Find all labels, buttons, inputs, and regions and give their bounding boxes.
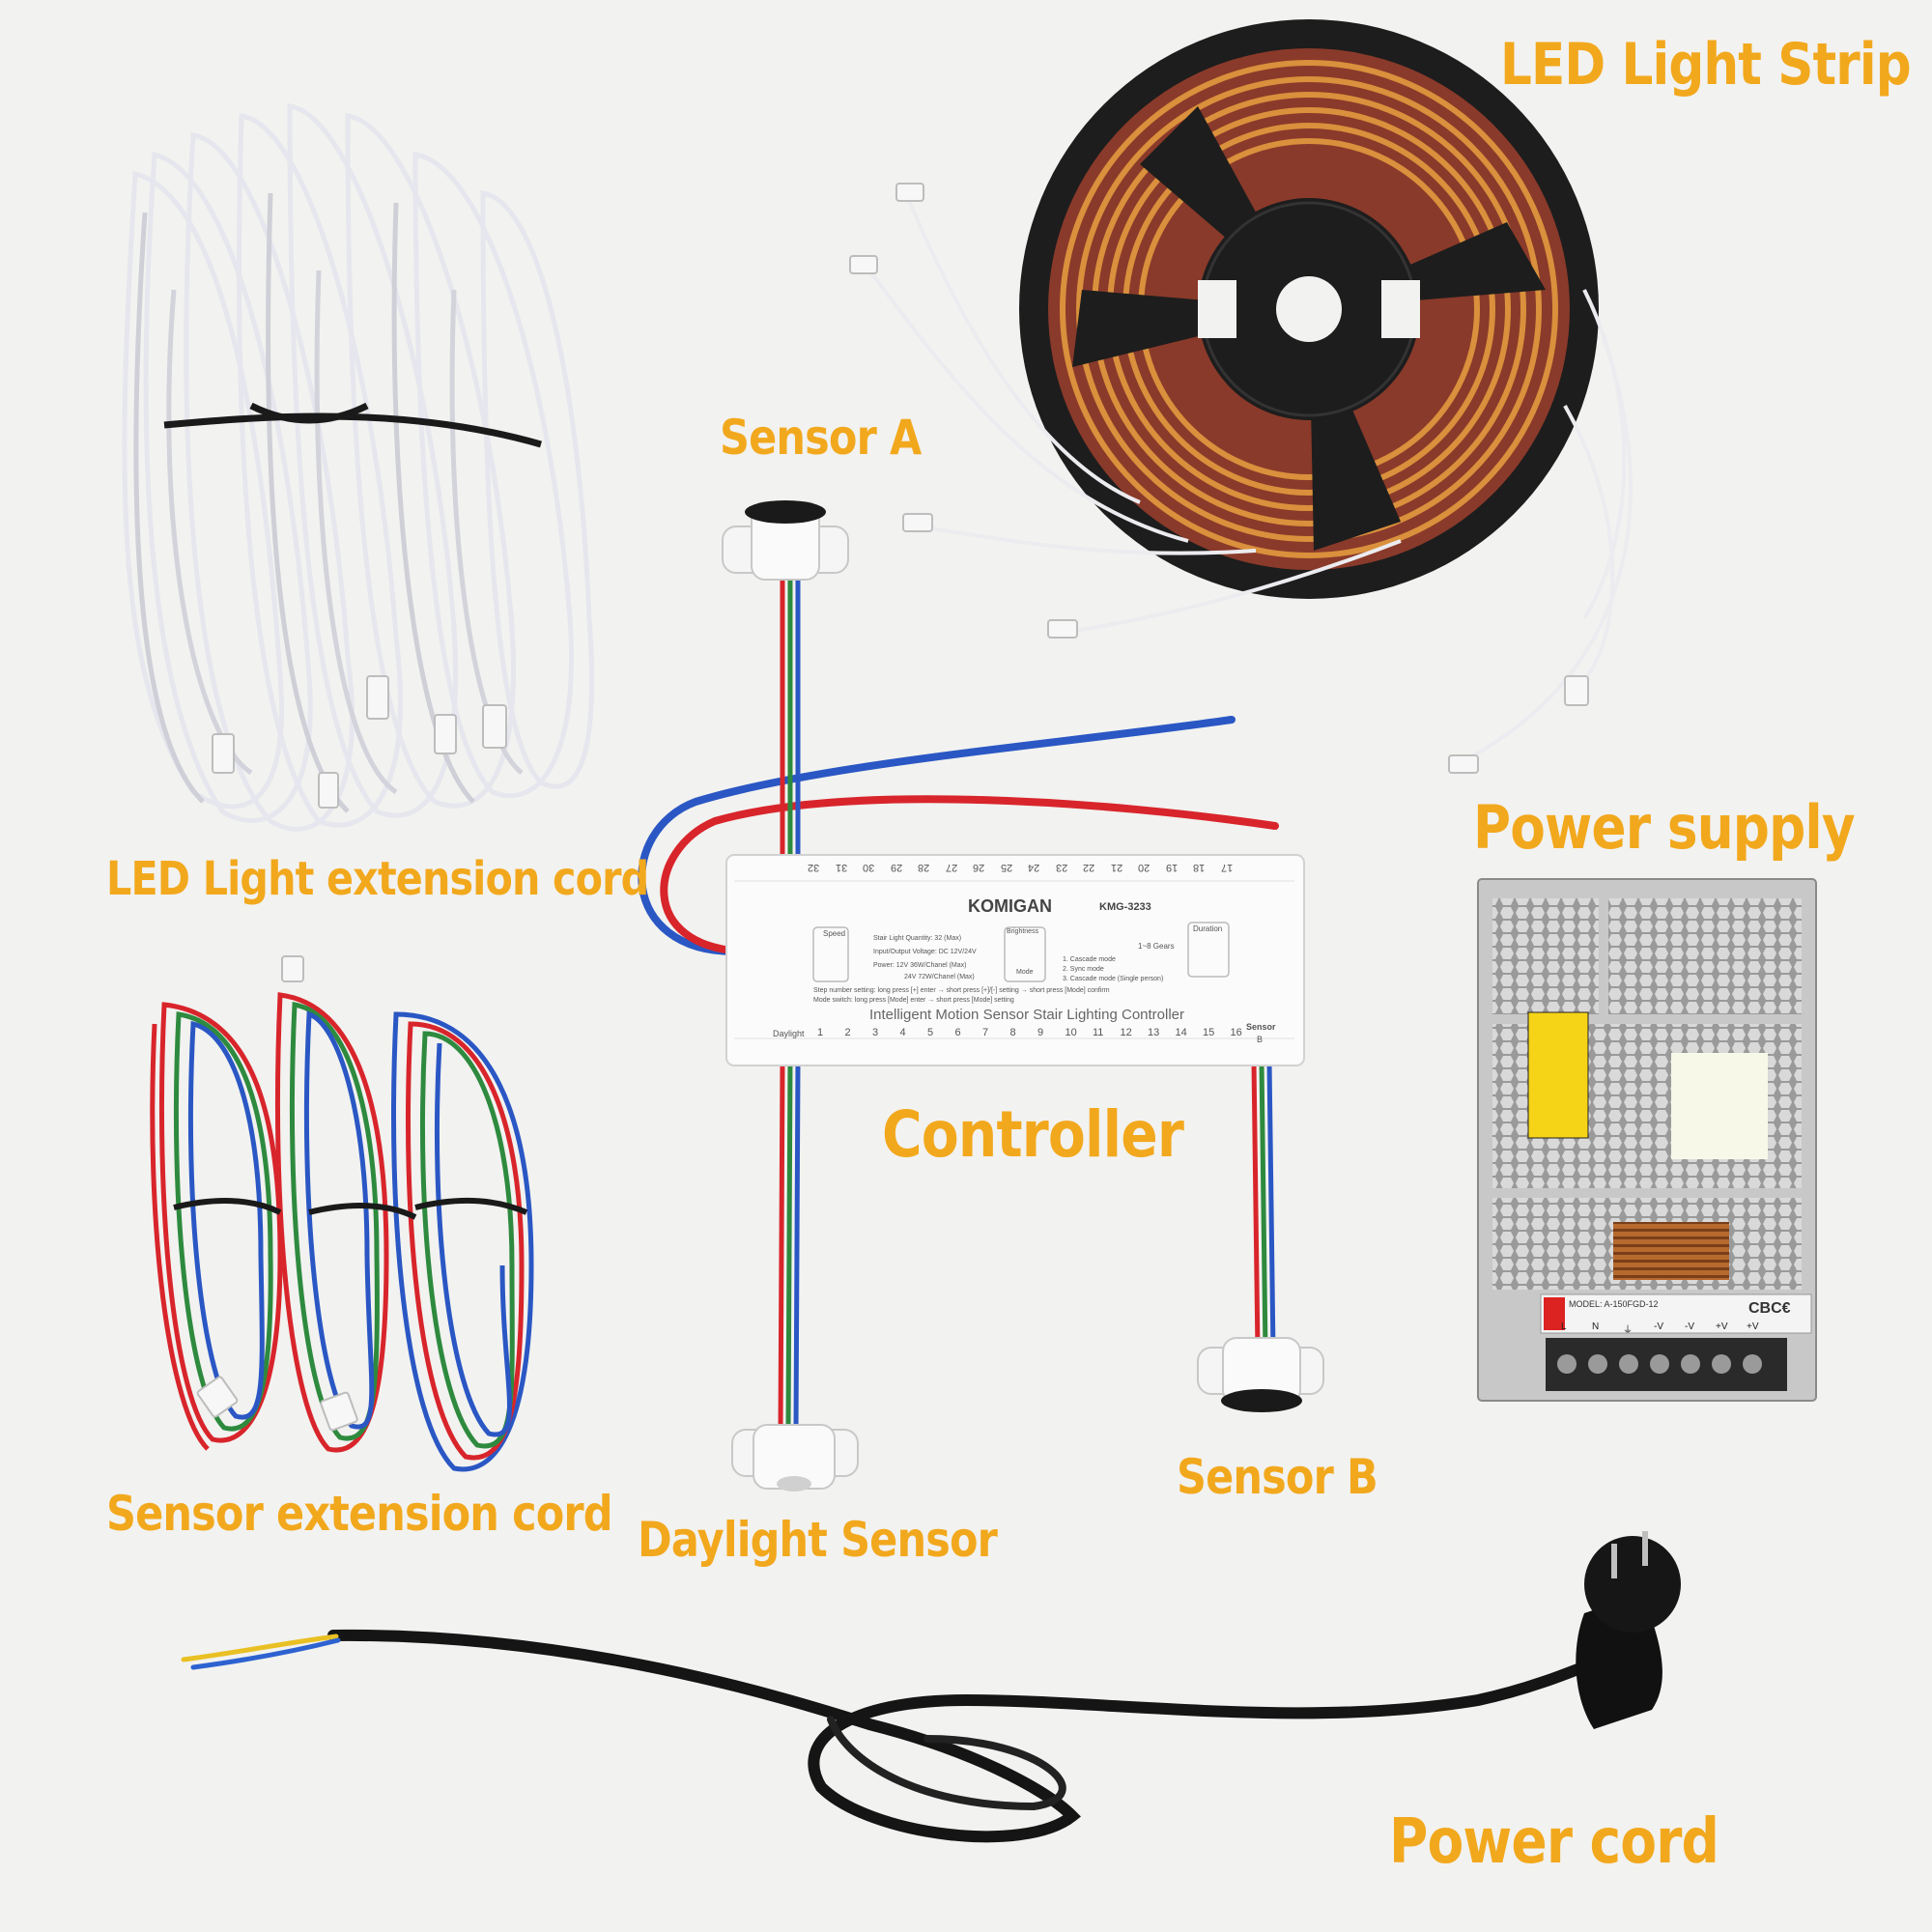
controller-channel-28: 28 — [918, 862, 930, 873]
sensor-a-wire — [780, 580, 801, 860]
controller-channel-29: 29 — [890, 862, 902, 873]
power-supply — [1477, 878, 1817, 1402]
controller-channel-23: 23 — [1055, 862, 1067, 873]
sensor-a — [722, 500, 849, 581]
led-strip-reel — [1019, 19, 1599, 599]
controller-channel-25: 25 — [1000, 862, 1012, 873]
controller-spec-2: Input/Output Voltage: DC 12V/24V — [873, 949, 977, 955]
controller-brightness-label: Brightness — [1007, 928, 1039, 935]
sensor-b-wire — [1251, 1062, 1276, 1353]
controller-channel-19: 19 — [1165, 862, 1178, 873]
controller-channel-22: 22 — [1083, 862, 1095, 873]
sensor-b — [1197, 1337, 1324, 1412]
led-extension-cord-bundle — [122, 103, 595, 832]
psu-terminal-label: L — [1561, 1321, 1567, 1332]
label-led-light-extension-cord: LED Light extension cord — [106, 852, 649, 906]
psu-terminal-label: ⏚ — [1623, 1325, 1633, 1336]
label-led-light-strip: LED Light Strip — [1500, 31, 1912, 99]
controller-title: Intelligent Motion Sensor Stair Lighting… — [869, 1007, 1185, 1023]
controller-mode-label: Mode — [1016, 969, 1034, 976]
label-controller: Controller — [882, 1097, 1184, 1172]
controller-channel-30: 30 — [863, 862, 875, 873]
sensor-cord-connectors — [196, 955, 358, 1432]
controller-channel-10: 10 — [1065, 1027, 1077, 1038]
controller-gears-label: 1~8 Gears — [1138, 942, 1175, 951]
controller-sensor-label: Sensor — [1246, 1022, 1276, 1032]
controller-channel-15: 15 — [1203, 1027, 1215, 1038]
psu-terminal-label: -V — [1654, 1321, 1663, 1332]
controller-channel-6: 6 — [954, 1027, 961, 1038]
label-power-supply: Power supply — [1473, 792, 1856, 863]
controller-channel-21: 21 — [1110, 862, 1122, 873]
controller-channel-5: 5 — [927, 1027, 934, 1038]
power-cord — [181, 1629, 1629, 1843]
controller-channel-18: 18 — [1193, 862, 1206, 873]
controller-channel-7: 7 — [982, 1027, 989, 1038]
controller-channel-9: 9 — [1037, 1027, 1044, 1038]
controller-channel-31: 31 — [835, 862, 847, 873]
controller-model: KMG-3233 — [1099, 901, 1151, 913]
controller-speed-label: Speed — [823, 929, 846, 938]
controller-channel-13: 13 — [1148, 1027, 1160, 1038]
psu-terminal-label: -V — [1685, 1321, 1694, 1332]
daylight-sensor-wire — [778, 1062, 801, 1431]
controller-mode-1: 1. Cascade mode — [1063, 956, 1116, 963]
controller-setting-2: Mode switch: long press [Mode] enter → s… — [813, 997, 1014, 1004]
controller-daylight-label: Daylight — [773, 1029, 805, 1038]
controller-channel-4: 4 — [899, 1027, 906, 1038]
controller-brand: KOMIGAN — [968, 896, 1052, 916]
psu-terminal-label: N — [1592, 1321, 1600, 1332]
label-power-cord: Power cord — [1389, 1806, 1719, 1878]
controller-channel-16: 16 — [1230, 1027, 1242, 1038]
label-daylight-sensor: Daylight Sensor — [638, 1512, 998, 1568]
controller-spec-1: Stair Light Quantity: 32 (Max) — [873, 935, 962, 942]
controller-channel-12: 12 — [1120, 1027, 1132, 1038]
controller-mode-2: 2. Sync mode — [1063, 966, 1104, 973]
sensor-cord-ties — [173, 1198, 528, 1220]
controller-sensor-b-label: B — [1257, 1035, 1264, 1044]
controller-channel-11: 11 — [1093, 1027, 1104, 1038]
psu-terminal-label: +V — [1716, 1321, 1728, 1332]
controller-channel-20: 20 — [1138, 862, 1151, 873]
controller-duration-label: Duration — [1193, 924, 1223, 933]
controller-channel-32: 32 — [808, 862, 820, 873]
controller-channel-27: 27 — [945, 862, 957, 873]
controller-channel-8: 8 — [1009, 1027, 1016, 1038]
controller-spec-3: Power: 12V 36W/Chanel (Max) — [873, 962, 967, 969]
label-sensor-extension-cord: Sensor extension cord — [106, 1486, 613, 1542]
power-plug — [1576, 1531, 1681, 1729]
psu-terminal-label: +V — [1747, 1321, 1759, 1332]
led-strip-connectors — [849, 183, 1589, 774]
controller-channel-17: 17 — [1220, 862, 1233, 873]
controller-mode-3: 3. Cascade mode (Single person) — [1063, 976, 1164, 982]
controller-channel-1: 1 — [817, 1027, 824, 1038]
controller-channel-24: 24 — [1028, 862, 1040, 873]
controller-power-wires — [638, 716, 1279, 955]
cable-ties — [163, 402, 542, 448]
led-extension-connectors — [212, 675, 507, 809]
controller-spec-4: 24V 72W/Chanel (Max) — [904, 974, 975, 980]
controller-channel-2: 2 — [844, 1027, 851, 1038]
controller-box — [725, 854, 1305, 1066]
sensor-extension-cords — [150, 992, 534, 1472]
power-supply-model: MODEL: A-150FGD-12 — [1569, 1299, 1659, 1309]
label-sensor-b: Sensor B — [1177, 1449, 1378, 1505]
controller-channel-26: 26 — [973, 862, 985, 873]
power-supply-certs: CBC€ — [1748, 1300, 1791, 1317]
controller-channel-3: 3 — [872, 1027, 879, 1038]
controller-setting-1: Step number setting: long press [+] ente… — [813, 987, 1110, 994]
daylight-sensor — [731, 1424, 859, 1492]
controller-channel-14: 14 — [1175, 1027, 1187, 1038]
label-sensor-a: Sensor A — [720, 410, 922, 466]
